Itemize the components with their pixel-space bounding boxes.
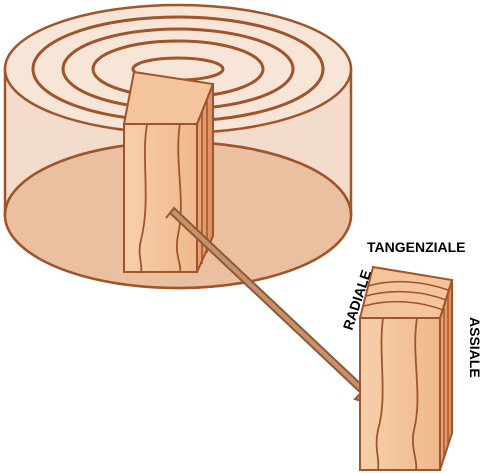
detached-beam-top-rings [363, 280, 449, 311]
label-tangential: TANGENZIALE [367, 239, 466, 255]
detached-beam-front-face [359, 317, 441, 471]
log-beam [122, 70, 215, 273]
log-beam-front-face [123, 123, 198, 273]
detached-beam-front-grain [375, 317, 419, 471]
detached-beam-side-grain [443, 294, 449, 458]
log-beam-front-grain [138, 123, 182, 273]
detached-beam [358, 265, 454, 471]
label-axial: ASSIALE [467, 317, 483, 378]
